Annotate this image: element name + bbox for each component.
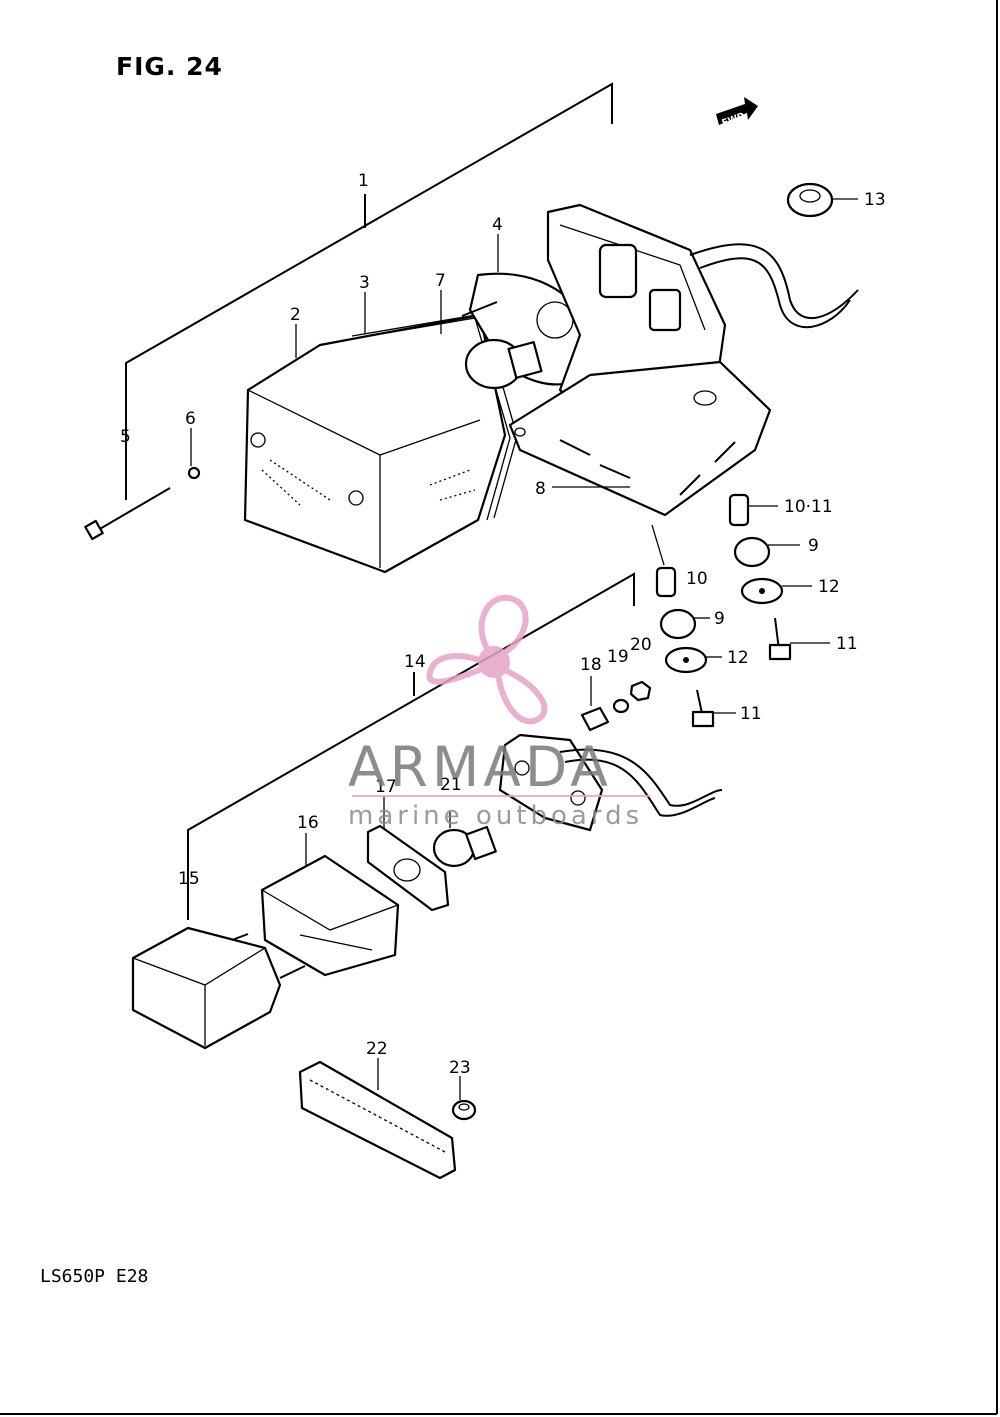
watermark-brand: ARMADA bbox=[348, 735, 612, 799]
fwd-arrow-icon: FWD bbox=[716, 97, 758, 129]
leader-lines bbox=[190, 234, 499, 466]
part-5-screw bbox=[84, 487, 171, 541]
part-18-clip bbox=[580, 676, 610, 732]
figure-title: FIG. 24 bbox=[116, 52, 223, 81]
propeller-logo-icon bbox=[426, 594, 548, 725]
callout-4: 4 bbox=[492, 215, 503, 235]
callout-16: 16 bbox=[297, 813, 319, 833]
callout-12-upper: 12 bbox=[818, 577, 840, 597]
callout-11-upper: 11 bbox=[836, 634, 858, 654]
part-9-damper-upper bbox=[733, 536, 800, 568]
callout-6: 6 bbox=[185, 409, 196, 429]
part-10-collar-upper bbox=[728, 493, 778, 527]
callout-labels: 1 2 3 4 5 6 7 8 9 9 10·11 10 11 11 12 12… bbox=[120, 171, 886, 1078]
part-2-taillight-lens bbox=[243, 313, 507, 574]
part-15-license-lamp-lens bbox=[131, 926, 306, 1050]
callout-22: 22 bbox=[366, 1039, 388, 1059]
callout-19: 19 bbox=[607, 647, 629, 667]
part-19-washer bbox=[612, 698, 630, 714]
callout-5: 5 bbox=[120, 427, 131, 447]
callout-21: 21 bbox=[440, 775, 462, 795]
part-20-nut bbox=[629, 680, 652, 702]
assembly-1-bracket bbox=[125, 82, 613, 500]
callout-10-11: 10·11 bbox=[784, 497, 833, 517]
part-23-nut bbox=[451, 1076, 477, 1121]
callout-9-lower: 9 bbox=[714, 609, 725, 629]
part-8-bracket-plate bbox=[508, 360, 772, 517]
callout-13: 13 bbox=[864, 190, 886, 210]
part-10-collar-lower bbox=[651, 524, 677, 598]
part-9-damper-lower bbox=[659, 608, 710, 640]
callout-8: 8 bbox=[535, 479, 546, 499]
part-16-lens-cover bbox=[260, 833, 400, 977]
callout-1: 1 bbox=[358, 171, 369, 191]
callout-20: 20 bbox=[630, 635, 652, 655]
callout-23: 23 bbox=[449, 1058, 471, 1078]
callout-10: 10 bbox=[686, 569, 708, 589]
part-12-washer-upper bbox=[740, 577, 812, 605]
assembly-14-bracket bbox=[187, 572, 635, 920]
part-6-washer bbox=[187, 466, 201, 480]
part-13-grommet bbox=[786, 182, 858, 218]
callout-15: 15 bbox=[178, 869, 200, 889]
callout-9-upper: 9 bbox=[808, 536, 819, 556]
callout-11-lower: 11 bbox=[740, 704, 762, 724]
callout-18: 18 bbox=[580, 655, 602, 675]
part-11-bolt-lower bbox=[691, 689, 736, 728]
callout-14: 14 bbox=[404, 652, 426, 672]
model-code: LS650P E28 bbox=[40, 1266, 149, 1287]
part-12-washer-lower bbox=[664, 646, 722, 674]
callout-3: 3 bbox=[359, 273, 370, 293]
watermark-tagline: marine outboards bbox=[348, 801, 643, 831]
part-22-reflector bbox=[298, 1058, 457, 1180]
callout-12-lower: 12 bbox=[727, 648, 749, 668]
license-lamp-housing bbox=[498, 733, 723, 832]
part-17-gasket bbox=[366, 796, 450, 912]
armada-watermark: ARMADA marine outboards bbox=[348, 594, 650, 831]
part-11-bolt-upper bbox=[768, 617, 830, 661]
callout-2: 2 bbox=[290, 305, 301, 325]
part-7-bulb bbox=[464, 338, 543, 390]
part-21-bulb bbox=[432, 812, 497, 868]
callout-7: 7 bbox=[435, 271, 446, 291]
callout-17: 17 bbox=[375, 777, 397, 797]
